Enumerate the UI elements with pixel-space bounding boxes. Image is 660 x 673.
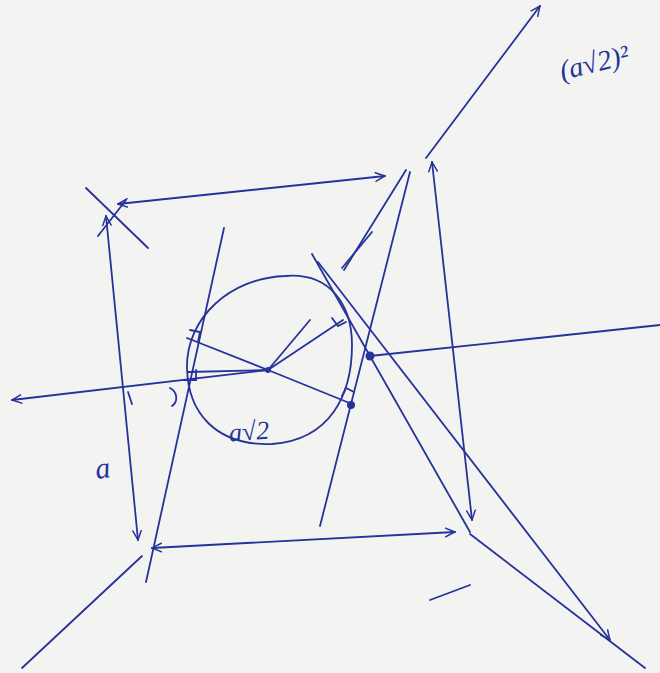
dimension-label: a√2 <box>225 416 273 447</box>
construction-lines <box>342 388 354 396</box>
dimension-label: (a√2)² <box>554 39 635 87</box>
dimension-label: a <box>90 451 115 486</box>
construction-lines <box>170 388 176 406</box>
construction-lines <box>146 228 224 582</box>
construction-lines <box>268 370 352 404</box>
tangent-points <box>366 352 375 361</box>
construction-lines <box>128 392 132 404</box>
construction-lines <box>268 320 310 370</box>
construction-lines <box>470 534 645 668</box>
construction-lines <box>187 338 268 370</box>
construction-lines <box>98 200 126 236</box>
construction-lines <box>190 330 200 342</box>
construction-lines <box>370 325 660 356</box>
construction-lines <box>188 370 268 372</box>
construction-lines <box>22 556 142 668</box>
construction-lines <box>184 370 196 380</box>
construction-lines <box>432 162 472 520</box>
tangent-points <box>265 367 271 373</box>
construction-lines <box>430 585 470 600</box>
construction-lines <box>86 188 148 248</box>
tangent-points <box>265 352 375 410</box>
construction-lines <box>118 176 385 204</box>
construction-lines <box>318 262 610 640</box>
construction-lines <box>332 318 346 326</box>
construction-lines <box>342 232 372 268</box>
construction-lines <box>426 6 540 158</box>
construction-lines <box>320 172 410 526</box>
construction-lines <box>152 532 455 548</box>
construction-lines <box>268 320 343 370</box>
construction-lines <box>12 6 660 668</box>
tangent-points <box>347 401 355 409</box>
construction-lines <box>12 370 268 400</box>
construction-lines <box>106 216 138 540</box>
